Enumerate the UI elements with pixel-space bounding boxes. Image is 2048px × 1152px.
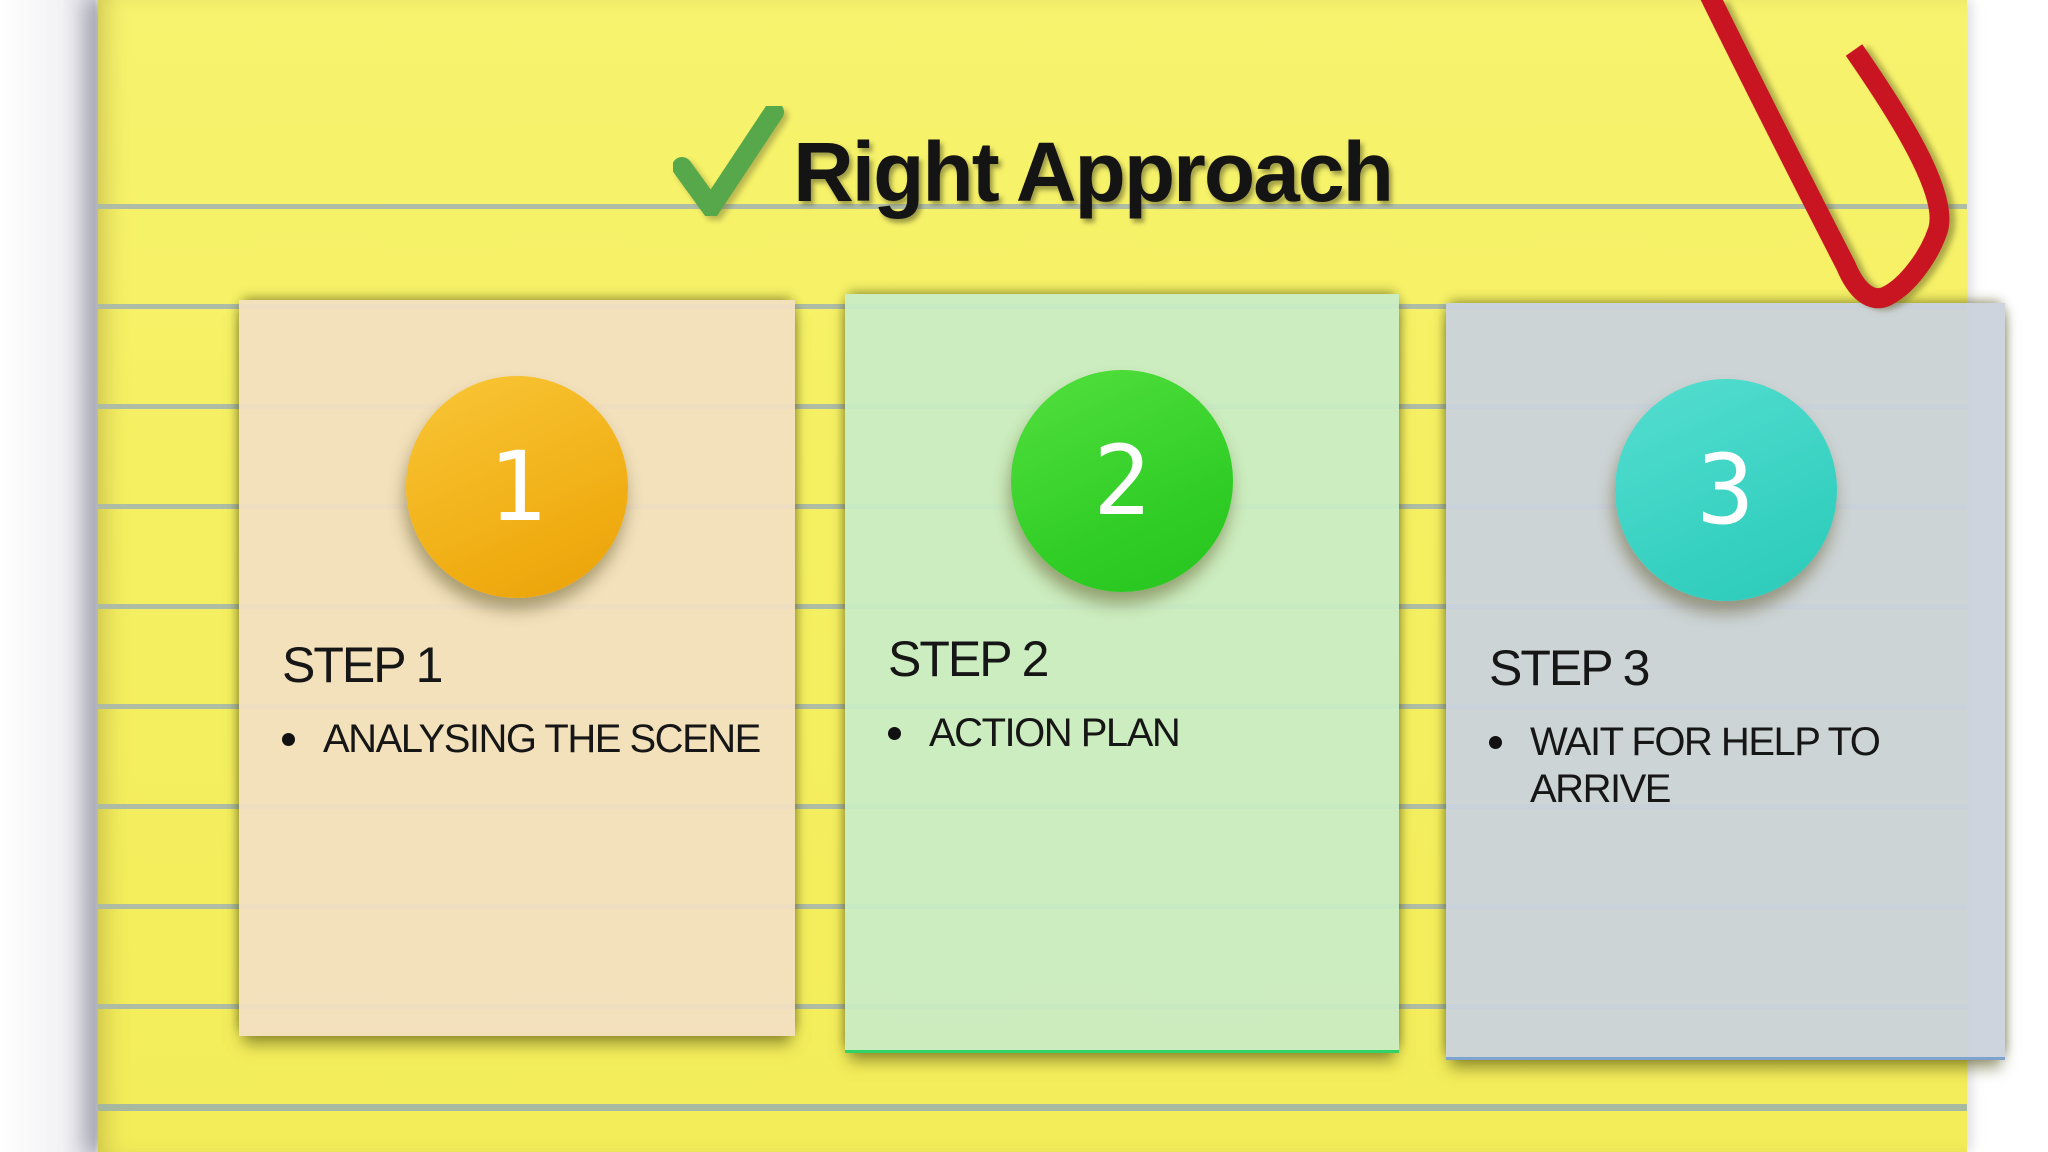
step-1-bullet-text: ANALYSING THE SCENE [323,717,761,761]
checkmark-icon [673,106,785,216]
ruled-line [98,204,1967,209]
step-3-number-badge: 3 [1614,379,1837,601]
step-2-bullet-list: ACTION PLAN [845,710,1399,757]
step-card-2: 2 STEP 2 ACTION PLAN [845,294,1399,1053]
paperclip-icon [1700,0,1950,309]
step-3-bullet-text: WAIT FOR HELP TO ARRIVE [1530,720,1881,812]
step-2-number-badge: 2 [1011,370,1233,592]
step-1-bullet-list: ANALYSING THE SCENE [239,716,795,763]
step-1-number: 1 [488,431,546,543]
slide-title-row: Right Approach [98,100,1967,223]
step-1-label: STEP 1 [282,637,443,693]
bullet-dot-icon [888,727,901,740]
step-card-3: 3 STEP 3 WAIT FOR HELP TO ARRIVE [1446,303,2005,1060]
page-title: Right Approach [793,125,1394,219]
step-2-number: 2 [1093,425,1151,537]
list-item: WAIT FOR HELP TO ARRIVE [1489,719,2005,813]
list-item: ANALYSING THE SCENE [282,716,795,763]
list-item: ACTION PLAN [888,710,1399,757]
notepad-page: Right Approach 1 STEP 1 ANALYSING THE SC… [98,0,2005,1152]
step-2-bullet-text: ACTION PLAN [929,711,1181,755]
bullet-dot-icon [1489,736,1502,749]
step-3-label: STEP 3 [1489,640,1650,696]
step-3-bullet-list: WAIT FOR HELP TO ARRIVE [1446,719,2005,813]
step-card-1: 1 STEP 1 ANALYSING THE SCENE [239,300,795,1036]
step-3-number: 3 [1696,434,1755,546]
step-1-number-badge: 1 [406,376,628,598]
ruled-line [98,1104,1967,1111]
step-2-label: STEP 2 [888,631,1049,687]
bullet-dot-icon [282,733,295,746]
